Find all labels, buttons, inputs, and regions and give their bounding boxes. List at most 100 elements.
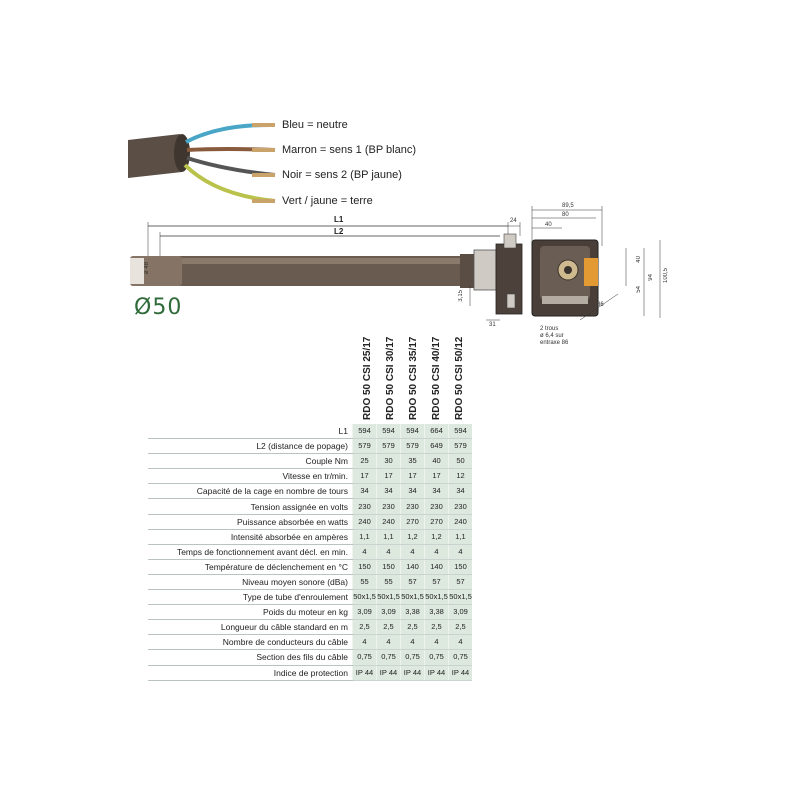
row-label: Poids du moteur en kg xyxy=(148,604,353,621)
table-cell: 34 xyxy=(424,483,449,500)
table-cell: 4 xyxy=(448,544,472,560)
row-label: Vitesse en tr/min. xyxy=(148,468,353,485)
table-cell: 3,09 xyxy=(376,604,401,621)
table-cell: 4 xyxy=(400,634,425,651)
table-cell: 649 xyxy=(424,438,449,455)
table-cell: 664 xyxy=(424,424,449,440)
dim-86-label: 86 xyxy=(597,302,604,308)
table-cell: IP 44 xyxy=(448,665,472,681)
table-row: Temps de fonctionnement avant décl. en m… xyxy=(148,544,472,560)
table-cell: 0,75 xyxy=(376,649,401,666)
dim-31-label: 31 xyxy=(489,322,496,328)
table-cell: 1,1 xyxy=(352,529,377,545)
table-cell: 55 xyxy=(352,574,377,591)
table-cell: 34 xyxy=(400,483,425,500)
table-cell: 50x1,5 xyxy=(352,589,377,606)
column-header-1: RDO 50 CSI 25/17 xyxy=(362,336,373,420)
wire-label-blue: Bleu = neutre xyxy=(282,119,348,131)
table-cell: 270 xyxy=(424,514,449,530)
table-cell: 0,75 xyxy=(400,649,425,666)
table-cell: 50x1,5 xyxy=(424,589,449,606)
table-cell: 2,5 xyxy=(352,619,377,636)
row-label: Puissance absorbée en watts xyxy=(148,514,353,530)
dim-l2-label: L2 xyxy=(334,227,344,236)
column-header-5: RDO 50 CSI 50/12 xyxy=(454,336,465,420)
table-cell: 57 xyxy=(400,574,425,591)
table-cell: 4 xyxy=(424,544,449,560)
table-cell: 0,75 xyxy=(352,649,377,666)
table-cell: 57 xyxy=(448,574,472,591)
table-cell: 0,75 xyxy=(448,649,472,666)
table-cell: 1,1 xyxy=(376,529,401,545)
table-cell: 1,2 xyxy=(400,529,425,545)
table-cell: 34 xyxy=(376,483,401,500)
row-label: Couple Nm xyxy=(148,453,353,470)
table-cell: IP 44 xyxy=(424,665,449,681)
wire-black xyxy=(186,156,276,177)
table-cell: 230 xyxy=(376,498,401,515)
table-cell: 594 xyxy=(376,424,401,440)
table-cell: 4 xyxy=(352,634,377,651)
table-cell: 3,09 xyxy=(352,604,377,621)
table-cell: 3,38 xyxy=(400,604,425,621)
table-cell: 270 xyxy=(400,514,425,530)
table-cell: 230 xyxy=(448,498,472,515)
table-cell: 17 xyxy=(376,468,401,485)
table-cell: 240 xyxy=(352,514,377,530)
table-cell: 594 xyxy=(448,424,472,440)
dim-48-label: ø 48 xyxy=(144,262,150,275)
column-header-2: RDO 50 CSI 30/17 xyxy=(385,336,396,420)
table-cell: IP 44 xyxy=(400,665,425,681)
table-cell: 4 xyxy=(352,544,377,560)
table-cell: 1,1 xyxy=(448,529,472,545)
table-cell: 579 xyxy=(376,438,401,455)
table-cell: 150 xyxy=(352,559,377,575)
table-cell: 230 xyxy=(352,498,377,515)
row-label: Tension assignée en volts xyxy=(148,498,353,515)
table-cell: 230 xyxy=(400,498,425,515)
column-header-4: RDO 50 CSI 40/17 xyxy=(431,336,442,420)
table-cell: 579 xyxy=(448,438,472,455)
table-cell: IP 44 xyxy=(376,665,401,681)
table-cell: 34 xyxy=(352,483,377,500)
table-cell: 230 xyxy=(424,498,449,515)
row-label: L2 (distance de popage) xyxy=(148,438,353,455)
table-cell: 579 xyxy=(400,438,425,455)
row-label: Section des fils du câble xyxy=(148,649,353,666)
table-cell: 240 xyxy=(376,514,401,530)
row-label: Température de déclenchement en °C xyxy=(148,559,353,575)
row-label: Capacité de la cage en nombre de tours xyxy=(148,483,353,500)
table-cell: 4 xyxy=(376,634,401,651)
motor-head xyxy=(473,249,497,291)
table-cell: 34 xyxy=(448,483,472,500)
row-label: L1 xyxy=(148,424,353,440)
table-cell: 594 xyxy=(352,424,377,440)
table-cell: 50 xyxy=(448,453,472,470)
table-cell: 25 xyxy=(352,453,377,470)
table-cell: 4 xyxy=(400,544,425,560)
dim-40a-label: 40 xyxy=(545,222,552,228)
table-cell: 17 xyxy=(400,468,425,485)
table-cell: 1,2 xyxy=(424,529,449,545)
table-cell: 4 xyxy=(448,634,472,651)
table-cell: 30 xyxy=(376,453,401,470)
row-label: Indice de protection xyxy=(148,665,353,681)
wire-label-brown: Marron = sens 1 (BP blanc) xyxy=(282,144,416,156)
table-cell: 140 xyxy=(400,559,425,575)
cable-jacket xyxy=(128,134,186,178)
table-cell: 150 xyxy=(376,559,401,575)
dim-40b-label: 40 xyxy=(636,256,642,263)
table-cell: 240 xyxy=(448,514,472,530)
table-cell: 150 xyxy=(448,559,472,575)
row-label: Longueur du câble standard en m xyxy=(148,619,353,636)
row-label: Nombre de conducteurs du câble xyxy=(148,634,353,651)
